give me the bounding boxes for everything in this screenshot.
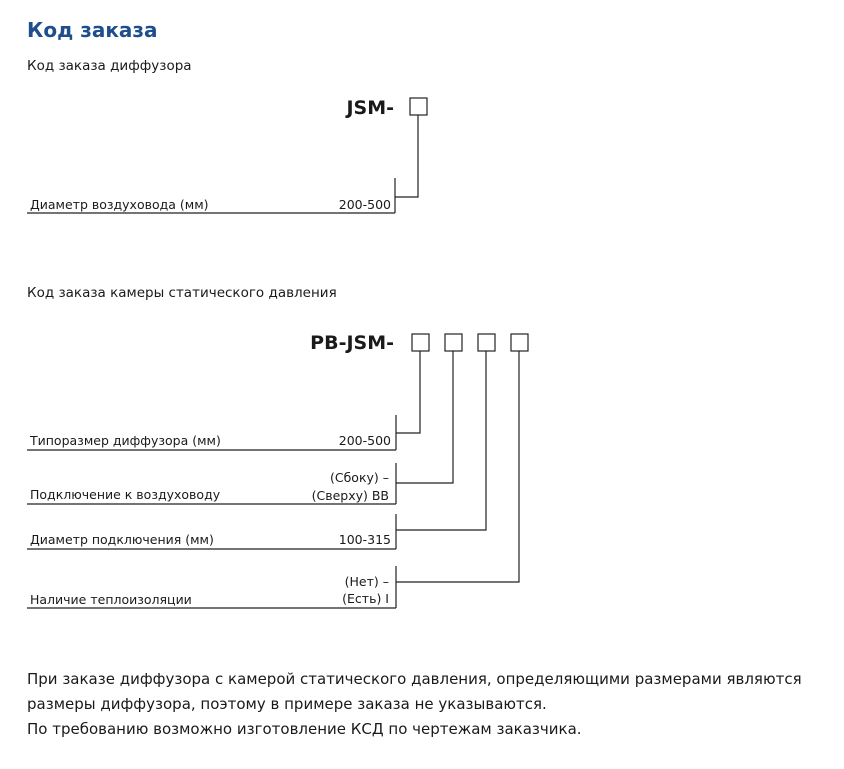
plenum-row-4-option-1: (Нет) – [344, 574, 389, 589]
diffuser-connector [395, 115, 419, 198]
plenum-connector-3 [396, 351, 487, 531]
plenum-code-box-1 [411, 333, 430, 352]
plenum-connector-2 [396, 351, 454, 484]
plenum-connector-4 [396, 351, 520, 583]
note-line-1: При заказе диффузора с камерой статическ… [27, 670, 802, 688]
plenum-row-3-label: Диаметр подключения (мм) [30, 532, 214, 547]
plenum-row-4-label: Наличие теплоизоляции [30, 592, 192, 607]
plenum-row-4-option-2: (Есть) I [342, 591, 389, 606]
plenum-heading: Код заказа камеры статического давления [27, 285, 337, 301]
plenum-row-1-value: 200-500 [338, 433, 391, 448]
diffuser-code: JSM- [346, 97, 394, 119]
plenum-row-2-option-2: (Сверху) BB [311, 488, 389, 503]
plenum-row-2-label: Подключение к воздуховоду [30, 487, 221, 502]
plenum-code-box-2 [444, 333, 463, 352]
plenum-row-1-label: Типоразмер диффузора (мм) [30, 433, 221, 448]
note-line-2: размеры диффузора, поэтому в примере зак… [27, 695, 547, 713]
diffuser-row-value: 200-500 [338, 197, 391, 212]
diffuser-code-box [409, 97, 428, 116]
plenum-row-3-value: 100-315 [338, 532, 391, 547]
plenum-connector-1 [396, 351, 421, 434]
diffuser-row-label: Диаметр воздуховода (мм) [30, 197, 209, 212]
plenum-code-box-3 [477, 333, 496, 352]
diffuser-heading: Код заказа диффузора [27, 58, 192, 74]
page-title: Код заказа [27, 18, 158, 42]
plenum-code-box-4 [510, 333, 529, 352]
plenum-row-2-option-1: (Сбоку) – [329, 470, 389, 485]
note-line-3: По требованию возможно изготовление КСД … [27, 720, 582, 738]
plenum-code: PB-JSM- [310, 332, 394, 354]
